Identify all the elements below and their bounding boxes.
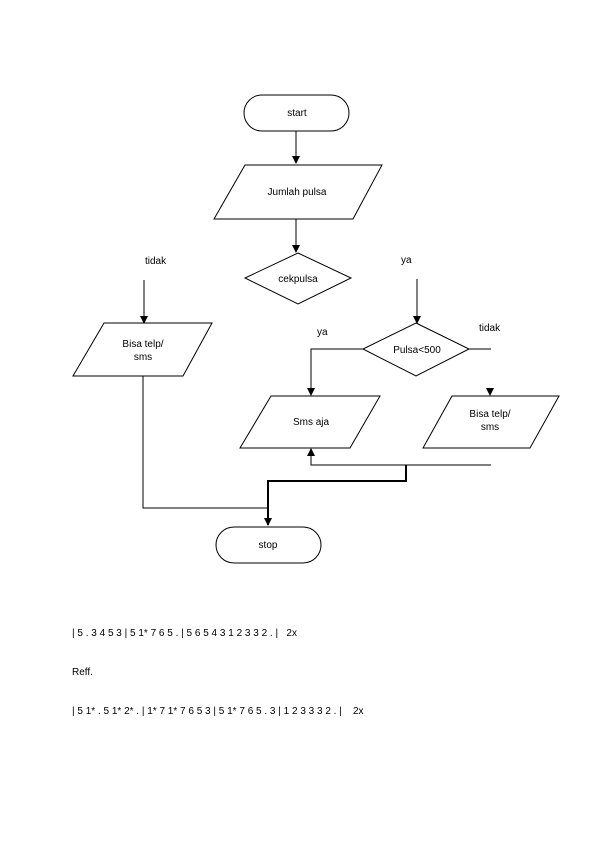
notation-line-2: | 5 1* . 5 1* 2* . | 1* 7 1* 7 6 5 3 | 5… <box>72 706 364 717</box>
start-label: start <box>287 108 307 119</box>
input-jumlah-pulsa-label: Jumlah pulsa <box>268 187 327 198</box>
stop-label: stop <box>259 540 278 551</box>
connector-ya-to-sms-aja <box>307 348 363 396</box>
output-sms-aja-label: Sms aja <box>293 417 330 428</box>
output-bisa-telp-sms-left: Bisa telp/ sms <box>72 322 213 377</box>
connector-right-output-to-sms-aja <box>307 448 491 466</box>
branch-label-tidak-inner: tidak <box>479 323 501 334</box>
notation-notes: | 5 . 3 4 5 3 | 5 1* 7 6 5 . | 5 6 5 4 3… <box>72 601 364 731</box>
decision-cekpulsa: cekpulsa <box>243 252 353 305</box>
output-bisa-telp-sms-right: Bisa telp/ sms <box>422 395 560 449</box>
notation-line-1: | 5 . 3 4 5 3 | 5 1* 7 6 5 . | 5 6 5 4 3… <box>72 628 297 639</box>
branch-label-tidak-left: tidak <box>145 256 167 267</box>
output-bisa-right-line1: Bisa telp/ <box>469 409 510 420</box>
input-jumlah-pulsa: Jumlah pulsa <box>213 164 383 220</box>
branch-label-ya-inner: ya <box>317 327 328 338</box>
start-terminal: start <box>243 94 350 132</box>
output-bisa-right-line2: sms <box>481 422 499 433</box>
stop-terminal: stop <box>215 526 322 564</box>
connector-left-output-to-stop <box>142 376 268 509</box>
decision-pulsa-500: Pulsa<500 <box>361 322 471 377</box>
decision-cekpulsa-label: cekpulsa <box>278 274 318 285</box>
connector-merge-to-stop <box>264 465 407 526</box>
decision-pulsa-500-label: Pulsa<500 <box>393 345 441 356</box>
output-bisa-left-line2: sms <box>134 352 152 363</box>
notation-line-reff: Reff. <box>72 667 93 678</box>
branch-label-ya-right: ya <box>401 255 412 266</box>
output-bisa-left-line1: Bisa telp/ <box>122 339 163 350</box>
output-sms-aja: Sms aja <box>239 395 381 449</box>
